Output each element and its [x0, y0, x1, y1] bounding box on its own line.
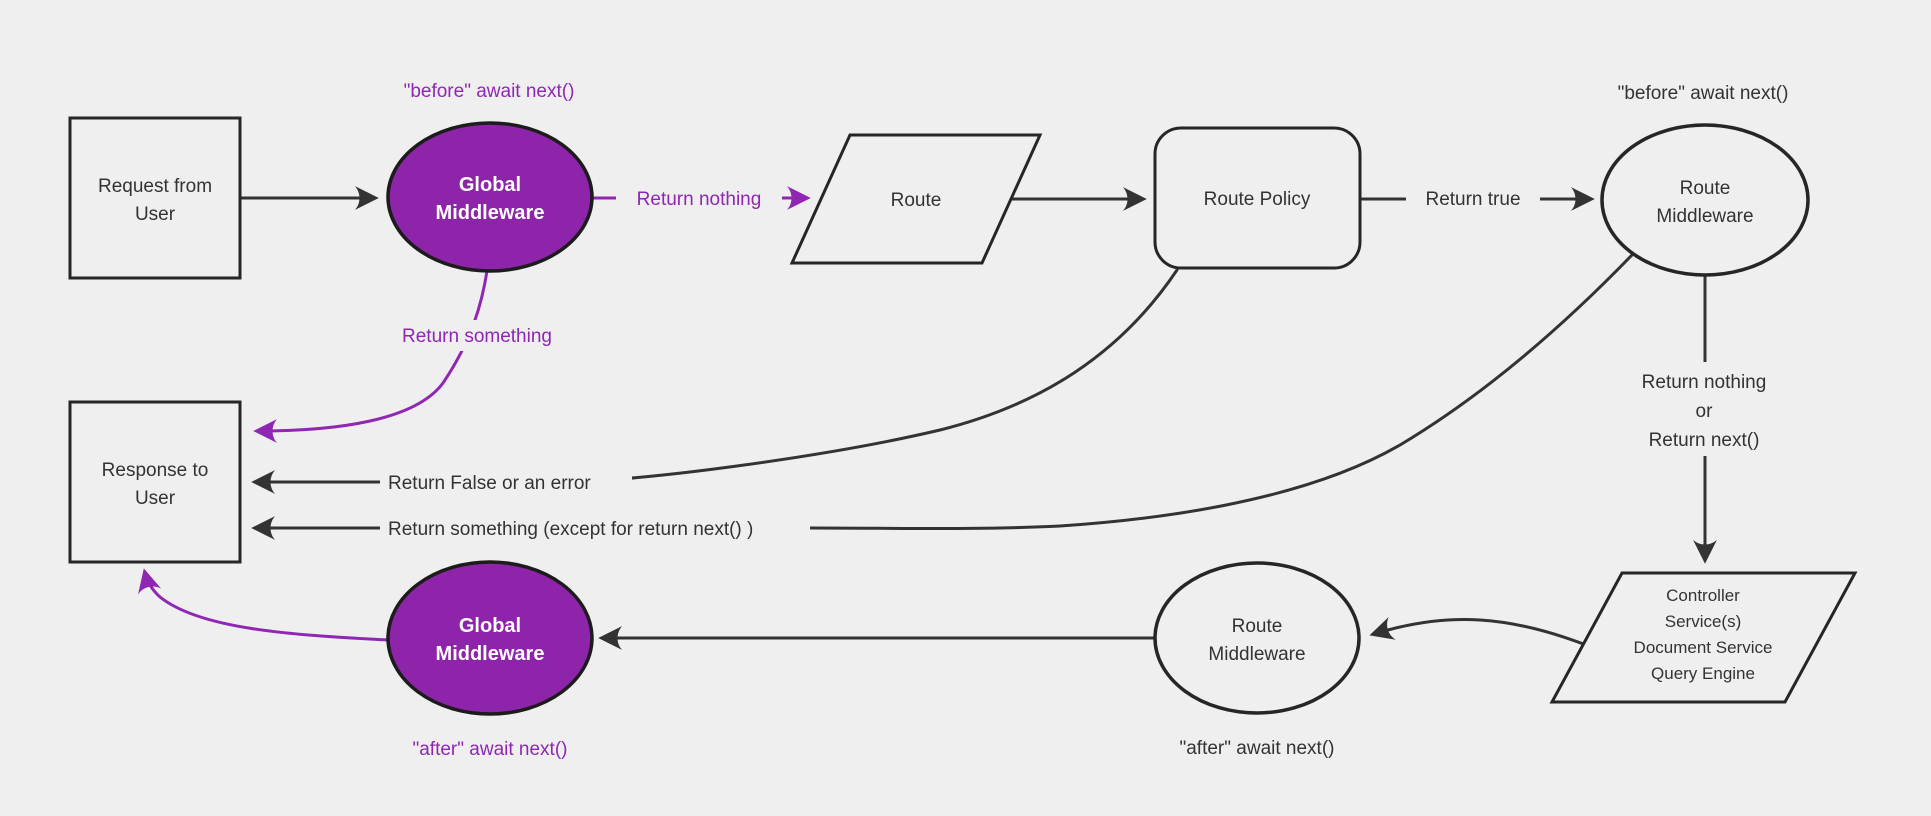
route-middleware-top-label-line2: Middleware [1656, 206, 1753, 227]
label-mask [382, 320, 572, 351]
route-parallelogram [789, 133, 1043, 265]
route-policy-label: Route Policy [1204, 189, 1311, 210]
label-mask [1406, 184, 1540, 214]
node-route-middleware-bottom: Route Middleware [1153, 561, 1361, 715]
route-policy-box [1153, 126, 1362, 270]
edges [138, 186, 1717, 653]
request-label-line1: Request from [98, 176, 212, 197]
node-response: Response to User [68, 400, 242, 564]
route-middleware-bottom-label-line2: Middleware [1208, 644, 1305, 665]
controller-label-line4: Query Engine [1651, 664, 1755, 683]
global-middleware-bottom-label-line1: Global [459, 615, 521, 637]
global-middleware-top-label-line1: Global [459, 174, 521, 196]
node-global-middleware-bottom: Global Middleware [386, 560, 594, 716]
edge-label-return-nothing-or-line3: Return next() [1649, 430, 1760, 451]
edge-labels: Return nothing Return true Return nothin… [380, 183, 1797, 543]
edge-label-return-nothing-or-line2: or [1696, 401, 1714, 422]
controller-label-line2: Service(s) [1665, 612, 1742, 631]
request-box [68, 116, 242, 280]
edge-controller-to-route-middleware-bottom [1369, 616, 1603, 653]
route-middleware-bottom-ellipse [1153, 561, 1361, 715]
node-controller: Controller Service(s) Document Service Q… [1549, 571, 1858, 704]
annotation-after-await-left: "after" await next() [413, 739, 568, 760]
controller-label-line1: Controller [1666, 586, 1740, 605]
node-route-policy: Route Policy [1153, 126, 1362, 270]
route-middleware-top-label-line1: Route [1680, 178, 1731, 199]
edge-route-policy-to-response [251, 268, 1179, 494]
label-mask [380, 467, 632, 497]
label-mask [616, 183, 782, 214]
node-route: Route [789, 133, 1043, 265]
request-label-line2: User [135, 204, 176, 225]
route-middleware-bottom-label-line1: Route [1232, 616, 1283, 637]
edge-label-return-something-except: Return something (except for return next… [388, 519, 753, 540]
controller-parallelogram [1549, 571, 1858, 704]
edge-label-return-false-error: Return False or an error [388, 473, 591, 494]
annotations: "before" await next() "before" await nex… [404, 81, 1789, 760]
global-middleware-bottom-label-line2: Middleware [436, 643, 545, 665]
node-route-middleware-top: Route Middleware [1600, 123, 1810, 277]
annotation-after-await-right: "after" await next() [1180, 738, 1335, 759]
node-request: Request from User [68, 116, 242, 280]
controller-label-line3: Document Service [1634, 638, 1773, 657]
route-middleware-top-ellipse [1600, 123, 1810, 277]
edge-label-return-nothing: Return nothing [637, 189, 762, 210]
response-label-line2: User [135, 488, 176, 509]
global-middleware-top-ellipse [386, 121, 594, 273]
global-middleware-bottom-ellipse [386, 560, 594, 716]
label-mask [1611, 362, 1797, 456]
response-box [68, 400, 242, 564]
label-mask [380, 513, 810, 543]
edge-label-return-something: Return something [402, 326, 552, 347]
edge-global-middleware-bottom-to-response [138, 568, 390, 642]
edge-label-return-nothing-or-line1: Return nothing [1642, 372, 1767, 393]
edge-route-middleware-to-response [251, 253, 1634, 540]
annotation-before-await-right: "before" await next() [1618, 83, 1789, 104]
response-label-line1: Response to [102, 460, 209, 481]
edge-global-middleware-to-response [253, 269, 489, 443]
annotation-before-await-left: "before" await next() [404, 81, 575, 102]
edge-label-return-true: Return true [1425, 189, 1520, 210]
global-middleware-top-label-line2: Middleware [436, 202, 545, 224]
node-global-middleware-top: Global Middleware [386, 121, 594, 273]
route-label: Route [891, 190, 942, 211]
